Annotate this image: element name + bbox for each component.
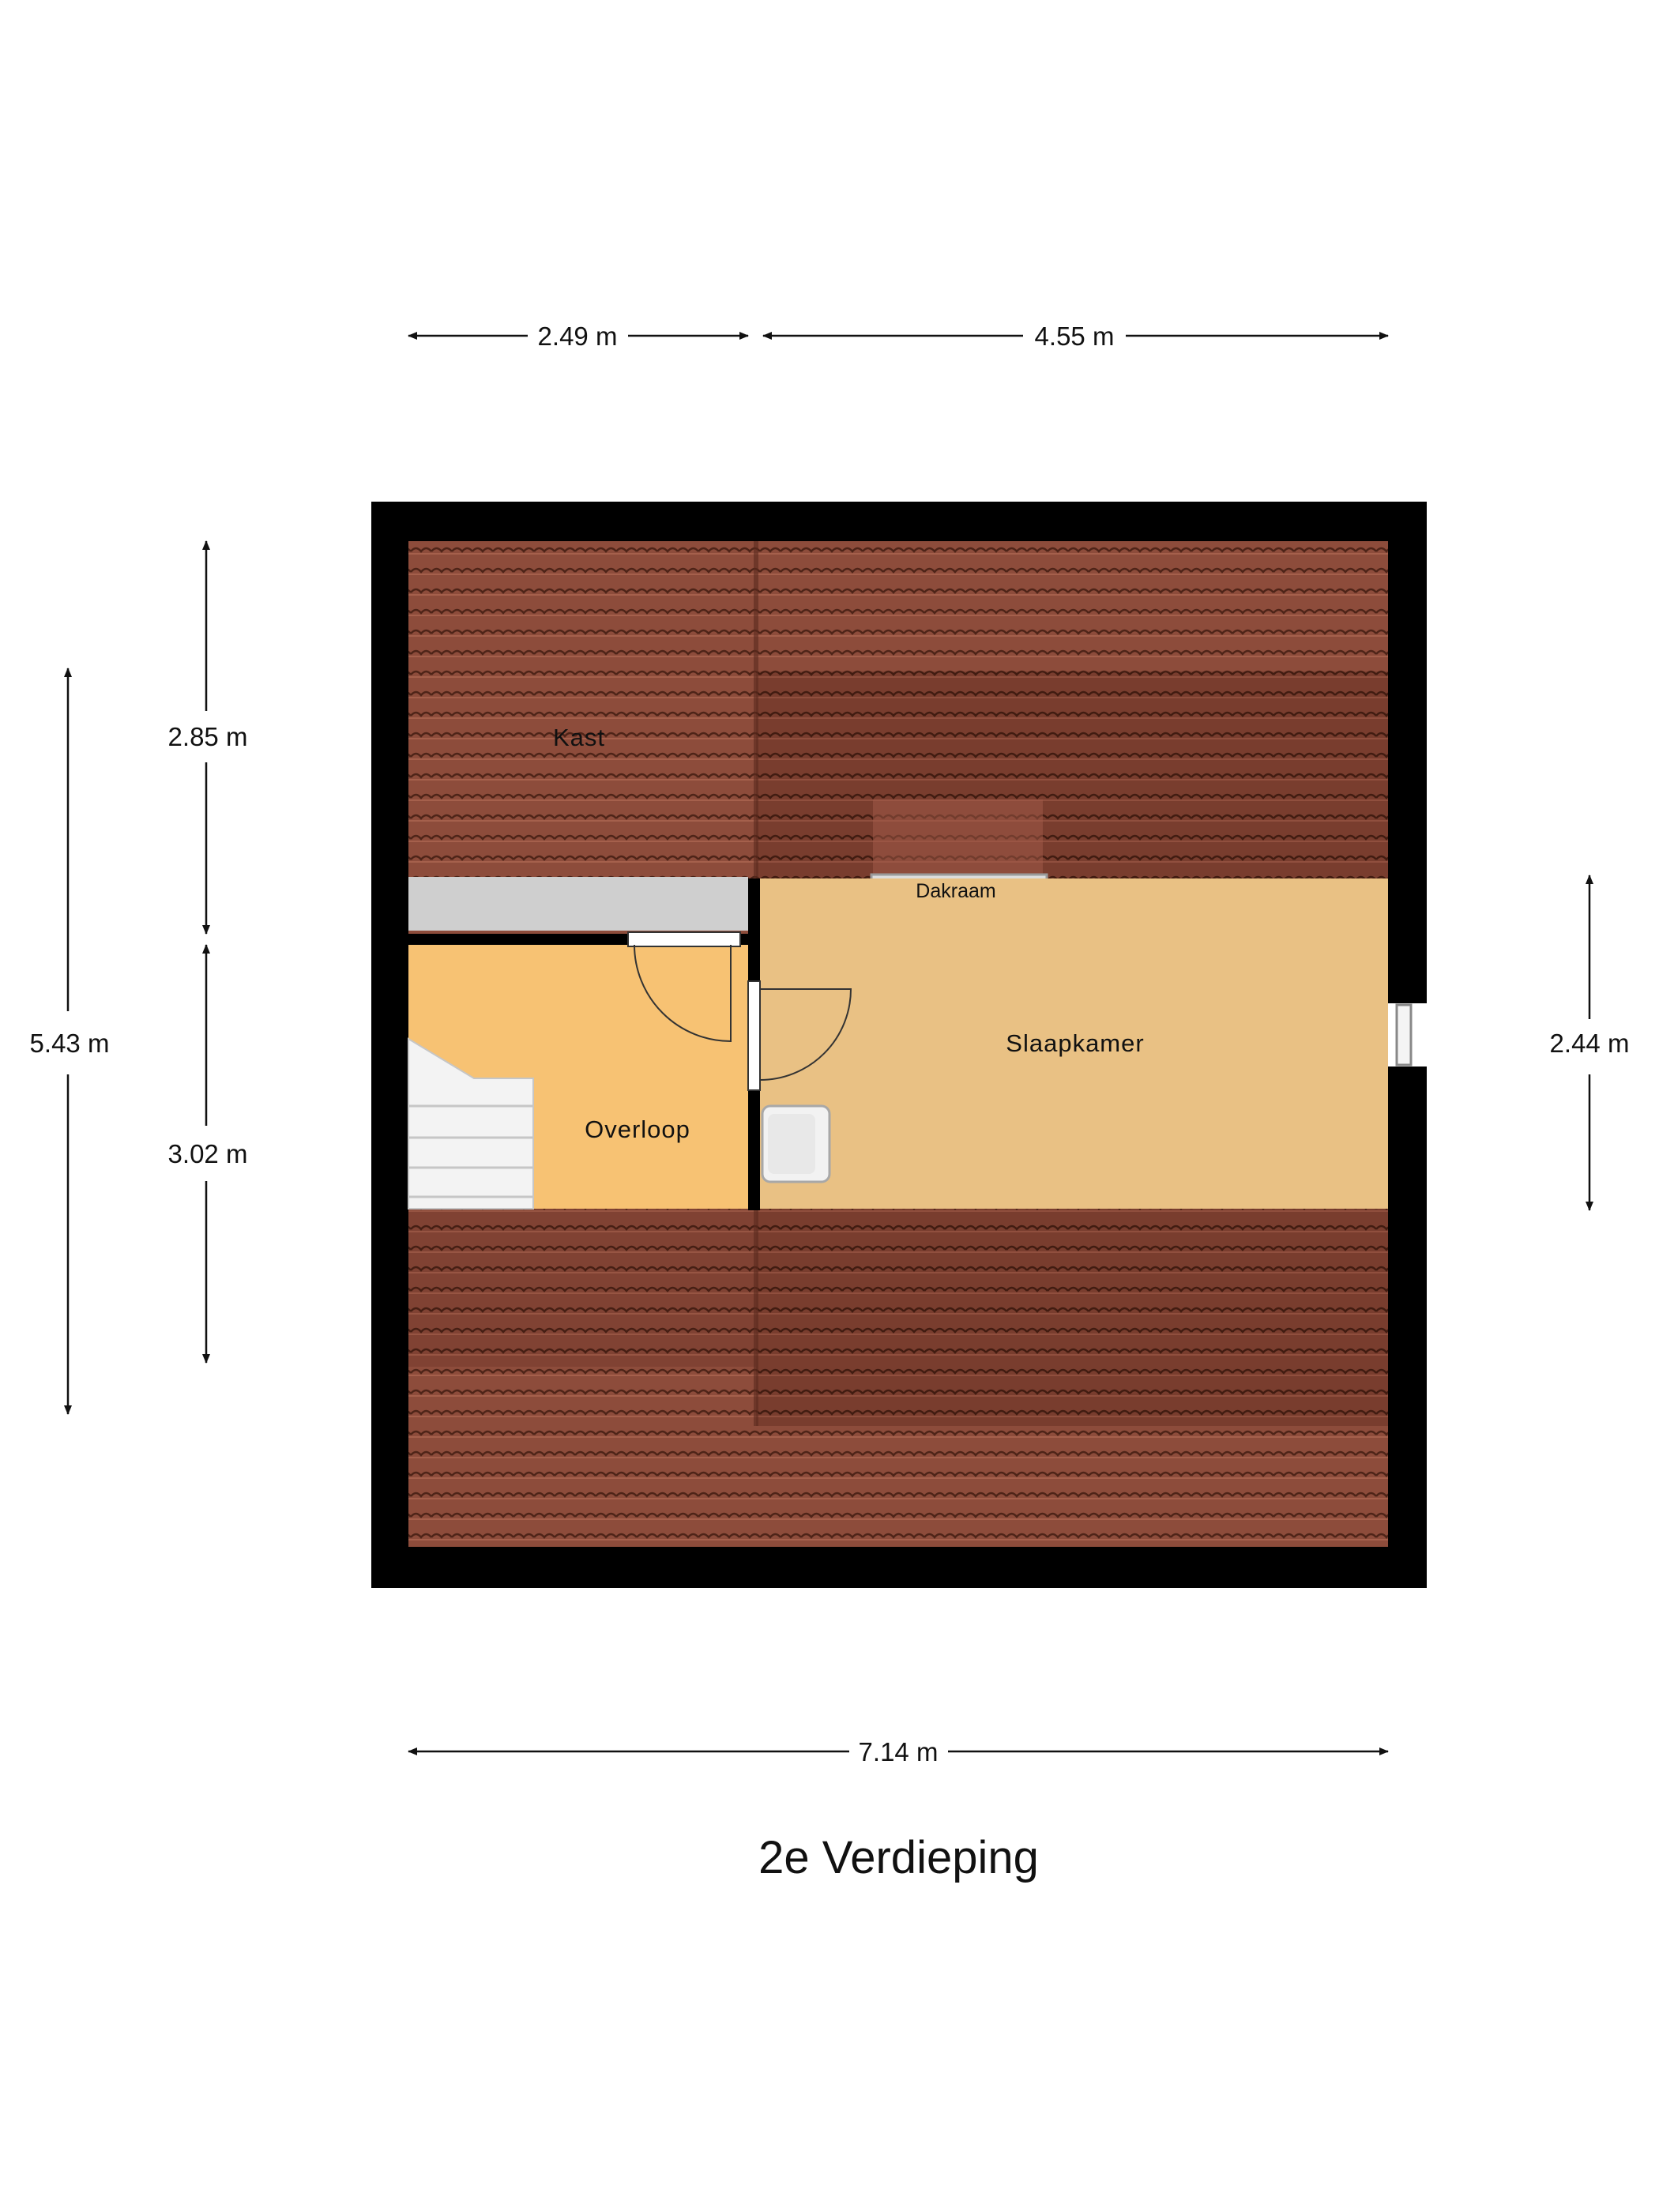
wall-middle-lower	[748, 1090, 760, 1210]
kast-shelf	[408, 877, 748, 931]
dim-label-bottom: 7.14 m	[859, 1737, 939, 1766]
right-window-frame	[1395, 1003, 1413, 1066]
sink-basin	[768, 1114, 815, 1174]
roof-section-lower	[756, 1209, 1388, 1426]
dakraam-shadow	[873, 799, 1043, 878]
door-overloop-opening	[627, 931, 741, 947]
door-overloop-swing	[634, 944, 732, 1043]
room-label-kast: Kast	[553, 724, 605, 751]
dim-label-top-left: 2.49 m	[538, 322, 618, 351]
dim-label-top-right: 4.55 m	[1035, 322, 1115, 351]
dim-label-left-total: 5.43 m	[30, 1029, 110, 1058]
roof-section-left	[408, 1209, 756, 1367]
wall-middle-upper	[748, 878, 760, 981]
plan-title: 2e Verdieping	[758, 1832, 1039, 1883]
dim-label-left-upper: 2.85 m	[168, 722, 248, 751]
room-label-dakraam: Dakraam	[916, 880, 995, 902]
door-slaapkamer-swing	[759, 988, 852, 1081]
dim-label-right: 2.44 m	[1550, 1029, 1630, 1058]
stairs	[408, 1037, 534, 1209]
room-label-overloop: Overloop	[585, 1115, 690, 1143]
roof-section-upper	[756, 672, 1388, 878]
room-label-slaapkamer: Slaapkamer	[1006, 1029, 1144, 1057]
door-slaapkamer-opening	[747, 980, 761, 1091]
dim-label-left-lower: 3.02 m	[168, 1139, 248, 1168]
slaapkamer-floor	[760, 878, 1388, 1209]
